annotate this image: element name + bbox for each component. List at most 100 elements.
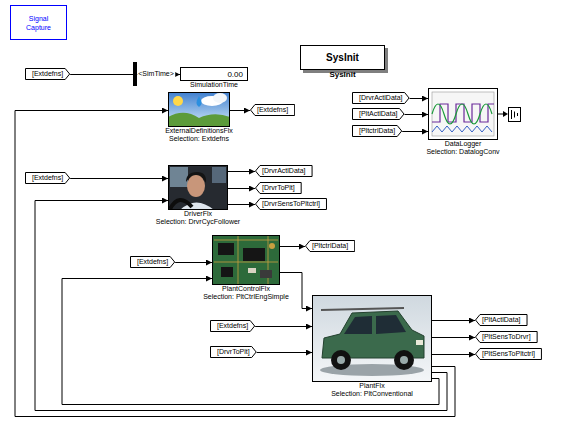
goto-tag: [DrvrSensToPltctrl]	[255, 198, 327, 210]
subsystem-block: PlantFlxSelection: PltConventional	[312, 295, 432, 382]
block-name: ExternalDefinitionsFlx	[165, 127, 233, 135]
tag-shape	[211, 321, 255, 332]
weather-picture	[168, 92, 230, 127]
goto-tag: [PltctrlData]	[305, 240, 355, 252]
signal-line	[402, 131, 428, 132]
from-tag: [PltActlData]	[352, 108, 405, 120]
tag-label: [Extdefns]	[217, 322, 248, 329]
block-name: SysInit	[329, 70, 355, 80]
subsystem-name: SysInit	[326, 52, 359, 63]
tag-shape	[251, 105, 295, 116]
signal-line	[410, 98, 428, 99]
signal-line	[432, 337, 475, 338]
display-block: 0.00SimulationTime	[180, 67, 248, 81]
block-name: Selection: Extdefns	[165, 135, 233, 143]
block-name: Selection: PltCtrlEngSimple	[203, 293, 289, 301]
signal-line	[280, 246, 305, 247]
tag-shape	[353, 126, 402, 137]
subsystem-block: PlantControlFlxSelection: PltCtrlEngSimp…	[212, 235, 280, 285]
signal-line	[230, 110, 250, 111]
signal-line	[405, 114, 428, 115]
controller-board-picture	[212, 235, 280, 285]
vehicle-picture	[312, 295, 432, 382]
signal-line	[280, 273, 312, 309]
signal-line	[432, 320, 475, 321]
tag-label: [DrvrActlData]	[262, 167, 306, 174]
subsystem-block: DataLoggerSelection: DatalogConv	[428, 88, 498, 140]
signal-line	[255, 326, 312, 327]
tag-label: [DrvrActlData]	[359, 94, 403, 101]
tag-shape	[306, 241, 355, 252]
block-caption: SysInit	[329, 70, 355, 80]
tag-label: [Extdefns]	[257, 106, 288, 113]
tag-label: [PltActlData]	[359, 110, 398, 117]
goto-tag: [PltActlData]	[475, 314, 528, 326]
signal-line	[35, 201, 447, 411]
block-name: Selection: DrvrCycFollower	[156, 218, 240, 226]
block-caption: PlantControlFlxSelection: PltCtrlEngSimp…	[203, 285, 289, 301]
tag-label: [Extdefns]	[137, 258, 168, 265]
scope-picture	[428, 88, 498, 140]
tag-shape	[476, 349, 542, 360]
signal-line	[70, 178, 168, 179]
from-tag: [Extdefns]	[25, 68, 70, 80]
from-tag: [Extdefns]	[210, 320, 255, 332]
signal-line	[228, 204, 255, 205]
block-name: PlantControlFlx	[203, 285, 289, 293]
tag-label: [PltctrlData]	[359, 127, 395, 134]
subsystem-block: ExternalDefinitionsFlxSelection: Extdefn…	[168, 92, 230, 127]
tag-shape	[26, 69, 70, 80]
block-name: PlantFlx	[331, 382, 413, 390]
goto-tag: [PltSensToPltctrl]	[475, 348, 542, 360]
signal-line	[62, 279, 439, 405]
block-name: DataLogger	[426, 140, 499, 148]
from-tag: [PltctrlData]	[352, 125, 402, 137]
from-tag: [Extdefns]	[25, 172, 70, 184]
tag-shape	[353, 109, 405, 120]
signal-line	[15, 111, 455, 417]
block-caption: DataLoggerSelection: DatalogConv	[426, 140, 499, 156]
block-caption: DriverFlxSelection: DrvrCycFollower	[156, 210, 240, 226]
tag-label: [PltctrlData]	[312, 242, 348, 249]
tag-label: [Extdefns]	[32, 174, 63, 181]
annotation-text: Signal Capture	[22, 14, 55, 32]
block-name: Selection: DatalogConv	[426, 148, 499, 156]
tag-label: [PltActlData]	[482, 316, 521, 323]
tag-shape	[476, 315, 528, 326]
subsystem-block: DriverFlxSelection: DrvrCycFollower	[168, 165, 228, 210]
signal-line	[228, 171, 255, 172]
tag-label: [Extdefns]	[32, 70, 63, 77]
tag-shape	[131, 257, 175, 268]
goto-tag: [DrvrToPlt]	[255, 182, 302, 194]
block-caption: PlantFlxSelection: PltConventional	[331, 382, 413, 398]
tag-shape	[211, 347, 257, 358]
block-name: SimulationTime	[190, 81, 238, 89]
tag-shape	[476, 332, 538, 343]
block-name: DriverFlx	[156, 210, 240, 218]
goto-tag: [PltSensToDrvr]	[475, 331, 538, 343]
terminator-block	[498, 108, 521, 122]
annotation-box: Signal Capture	[10, 5, 67, 40]
from-tag: [DrvrActlData]	[352, 92, 410, 104]
tag-label: [DrvrToPlt]	[217, 348, 250, 355]
subsystem-box: SysInitSysInit	[300, 45, 385, 70]
tag-shape	[26, 173, 70, 184]
display-value: 0.00	[227, 70, 243, 79]
from-tag: [Extdefns]	[130, 256, 175, 268]
goto-tag: [DrvrActlData]	[255, 165, 313, 177]
signal-line	[228, 188, 255, 189]
signal-line	[257, 352, 312, 353]
from-tag: [DrvrToPlt]	[210, 346, 257, 358]
tag-shape	[256, 166, 313, 177]
block-caption: ExternalDefinitionsFlxSelection: Extdefn…	[165, 127, 233, 143]
block-caption: SimulationTime	[190, 81, 238, 89]
tag-shape	[256, 199, 327, 210]
signal-line	[432, 354, 475, 355]
tag-shape	[256, 183, 302, 194]
tag-label: [DrvrSensToPltctrl]	[262, 200, 320, 207]
tag-label: [PltSensToDrvr]	[482, 333, 531, 340]
signal-line	[175, 262, 212, 263]
goto-tag: [Extdefns]	[250, 104, 295, 116]
block-name: Selection: PltConventional	[331, 390, 413, 398]
